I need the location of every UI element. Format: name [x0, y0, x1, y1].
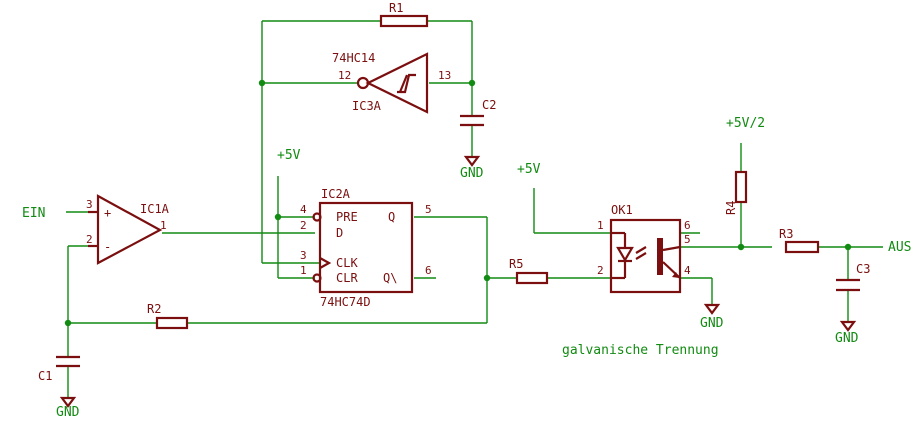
- schmitt-inverter-ic3a: 12 13 74HC14 IC3A: [332, 51, 451, 114]
- c1-label: C1: [38, 369, 52, 383]
- resistor-r5: R5: [509, 257, 549, 285]
- capacitor-c1: C1: [38, 355, 80, 383]
- resistor-r4: R4: [724, 170, 748, 215]
- r1-label: R1: [389, 1, 403, 15]
- ground-icon: [703, 303, 721, 315]
- ff-pre-label: PRE: [336, 210, 358, 224]
- junction-dot: [274, 213, 282, 221]
- gnd-label: GND: [835, 331, 859, 346]
- pin-label: 5: [684, 233, 691, 246]
- opamp-plus-sign: +: [104, 206, 111, 220]
- vcc-label: +5V: [277, 148, 301, 163]
- pin-label: 2: [86, 233, 93, 246]
- c3-label: C3: [856, 262, 870, 276]
- ic2a-label: IC2A: [321, 187, 351, 201]
- ground-icon: [839, 320, 857, 332]
- opamp-ic1a: + - 3 2 1 IC1A: [86, 194, 170, 265]
- ground-icon: [463, 155, 481, 167]
- gnd-label: GND: [700, 316, 724, 331]
- ein-label: EIN: [22, 206, 45, 221]
- resistor-r3: R3: [779, 227, 820, 254]
- ff-qn-label: Q\: [383, 271, 397, 285]
- vcc-half-label: +5V/2: [726, 116, 765, 131]
- pin-label: 3: [86, 198, 93, 211]
- pin-label: 4: [684, 264, 691, 277]
- junctions: [64, 79, 852, 327]
- junction-dot: [844, 243, 852, 251]
- ic3a-label: IC3A: [352, 99, 382, 113]
- ic2a-type: 74HC74D: [320, 295, 371, 309]
- gnd-label: GND: [56, 405, 80, 420]
- ic1a-label: IC1A: [140, 202, 170, 216]
- ff-q-label: Q: [388, 210, 395, 224]
- junction-dot: [737, 243, 745, 251]
- ground-icon: [59, 396, 77, 408]
- pin-label: 2: [300, 219, 307, 232]
- junction-dot: [64, 319, 72, 327]
- pin-label: 1: [160, 219, 167, 232]
- pin-label: 6: [684, 219, 691, 232]
- ff-d-label: D: [336, 226, 343, 240]
- isolation-label: galvanische Trennung: [562, 343, 719, 358]
- r5-label: R5: [509, 257, 523, 271]
- r3-label: R3: [779, 227, 793, 241]
- ground-symbols: [59, 155, 857, 408]
- junction-dot: [258, 79, 266, 87]
- capacitor-c3: C3: [836, 262, 870, 292]
- r4-label: R4: [724, 201, 738, 215]
- pin-label: 12: [338, 69, 351, 82]
- c2-label: C2: [482, 98, 496, 112]
- pin-label: 5: [425, 203, 432, 216]
- pin-label: 1: [597, 219, 604, 232]
- aus-label: AUS: [888, 240, 911, 255]
- opamp-minus-sign: -: [104, 240, 111, 254]
- pin-label: 13: [438, 69, 451, 82]
- ff-clk-label: CLK: [336, 256, 358, 270]
- ic3a-type: 74HC14: [332, 51, 375, 65]
- wires: [66, 20, 883, 398]
- flipflop-ic2a: PRE D CLK CLR Q Q\ 4 2 3 1 5 6 IC2A 74HC…: [300, 187, 432, 309]
- pin-label: 3: [300, 249, 307, 262]
- junction-dot: [483, 274, 491, 282]
- pin-label: 1: [300, 264, 307, 277]
- ff-clr-label: CLR: [336, 271, 358, 285]
- gnd-label: GND: [460, 166, 484, 181]
- resistor-r1: R1: [379, 1, 429, 28]
- pin-label: 4: [300, 203, 307, 216]
- pin-label: 2: [597, 264, 604, 277]
- resistor-r2: R2: [147, 302, 189, 330]
- ok1-label: OK1: [611, 203, 633, 217]
- optocoupler-ok1: 1 2 6 5 4 OK1: [597, 203, 691, 294]
- junction-dot: [468, 79, 476, 87]
- pin-label: 6: [425, 264, 432, 277]
- vcc-label: +5V: [517, 162, 541, 177]
- capacitor-c2: C2: [460, 98, 496, 127]
- r2-label: R2: [147, 302, 161, 316]
